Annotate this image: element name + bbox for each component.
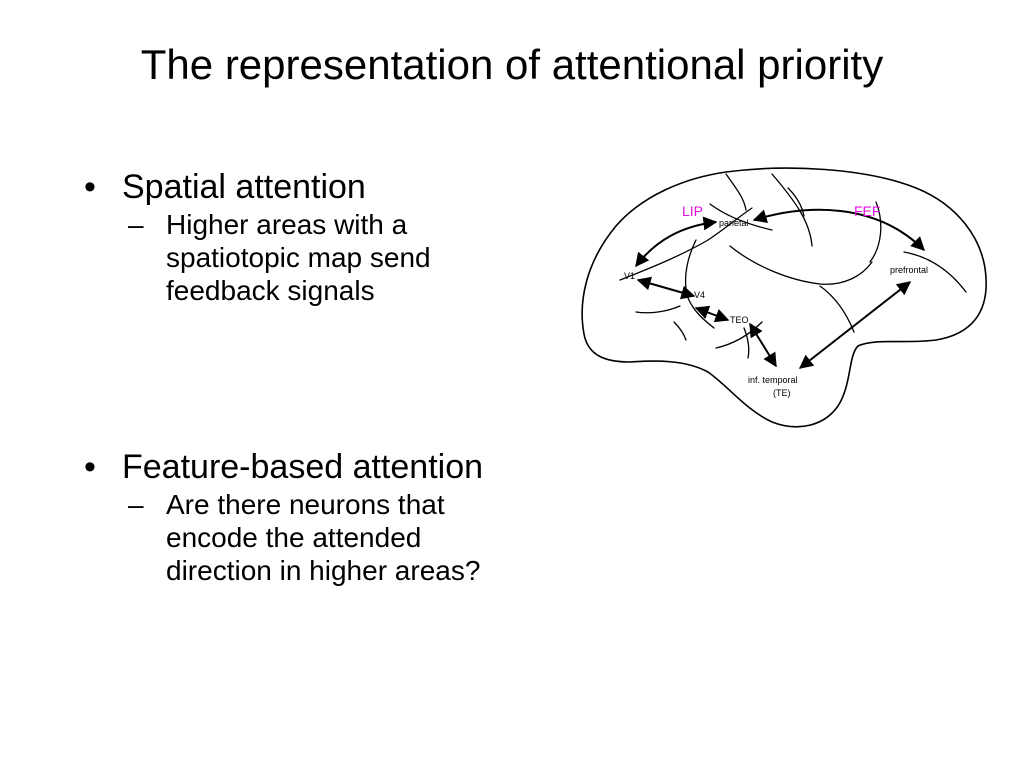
arrow-inftemporal-prefrontal [798,281,912,369]
label-teo: TEO [730,315,749,325]
arrow-v4-teo [694,305,730,323]
label-v1: V1 [624,271,635,281]
arrow-parietal-prefrontal [752,208,925,251]
sub-bullet-item: – Are there neurons that encode the atte… [128,488,526,587]
bullet-item: • Feature-based attention [84,446,526,488]
label-lip: LIP [682,203,703,219]
label-v4: V4 [694,290,705,300]
brain-sulcus [684,239,715,329]
sub-bullet-text: Are there neurons that encode the attend… [166,489,481,586]
slide-title: The representation of attentional priori… [140,41,884,88]
bullet-text: Feature-based attention [122,448,484,486]
sub-bullet-dash: – [128,489,144,520]
bullet-text: Spatial attention [122,168,366,206]
sub-bullet-item: – Higher areas with a spatiotopic map se… [128,208,526,307]
label-parietal: parietal [719,218,749,228]
bullet-feature-attention: • Feature-based attention – Are there ne… [84,446,526,587]
arrow-teo-inftemporal [749,322,777,368]
arrow-v1-parietal [635,216,718,268]
brain-sulcus [743,327,750,359]
label-inf-temporal: inf. temporal [748,375,798,385]
arrow-v1-v4 [636,276,696,300]
sub-bullet-dash: – [128,209,144,240]
brain-sulcus [673,321,687,341]
label-prefrontal: prefrontal [890,265,928,275]
bullet-spatial-attention: • Spatial attention – Higher areas with … [84,166,526,307]
bullet-item: • Spatial attention [84,166,526,208]
brain-sulcus [715,321,763,349]
brain-outline [581,167,987,428]
brain-sulcus [819,285,855,333]
bullet-dot: • [84,168,96,206]
brain-sulcus [635,305,681,314]
brain-diagram: LIP FEF parietal prefrontal V1 V4 TEO in… [581,167,987,428]
brain-sulcus [725,173,747,211]
label-fef: FEF [854,203,880,219]
brain-sulcus [729,245,873,285]
label-te: (TE) [773,388,791,398]
brain-sulcus [903,251,967,293]
sub-bullet-text: Higher areas with a spatiotopic map send… [166,209,431,306]
bullet-dot: • [84,448,96,486]
